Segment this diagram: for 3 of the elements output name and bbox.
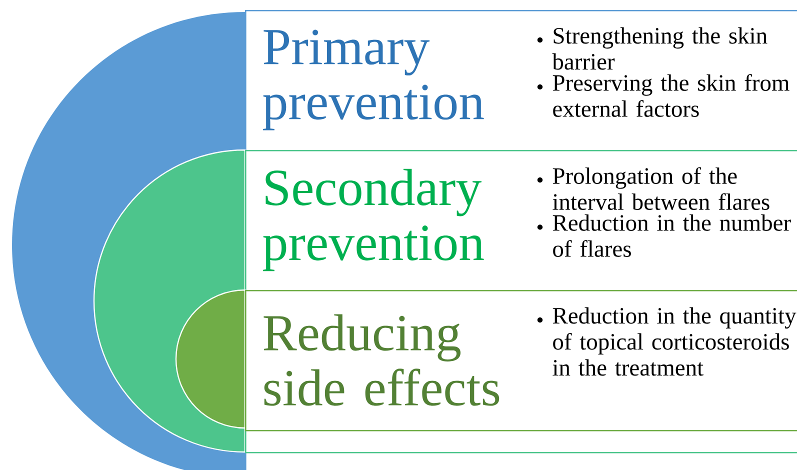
- heading: Primary prevention: [263, 30, 484, 130]
- bullet-item: Preserving the skin from external factors: [537, 74, 790, 117]
- bullet-item: Strengthening the skin barrier: [537, 27, 768, 70]
